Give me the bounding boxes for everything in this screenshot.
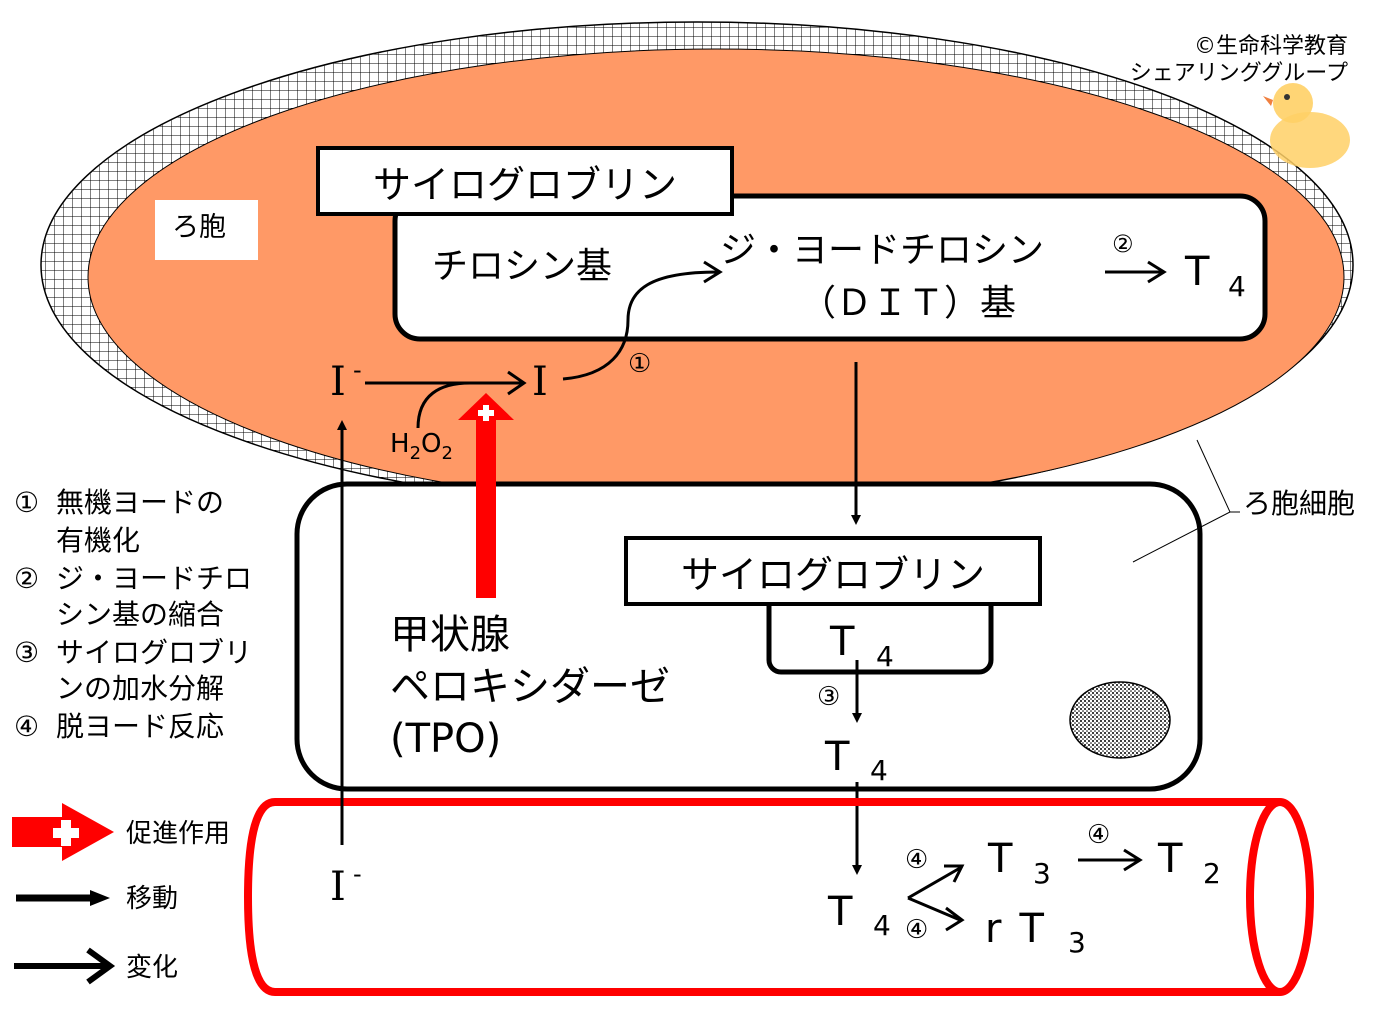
condensation-arrow xyxy=(1105,260,1167,284)
tyrosine-label: チロシン基 xyxy=(432,246,612,287)
tpo-line2: ペロキシダーゼ xyxy=(390,664,670,710)
note-2-line2: シン基の縮合 xyxy=(56,598,224,631)
note-2-num: ② xyxy=(14,562,39,595)
step4b-mark: ④ xyxy=(905,915,928,945)
tpo-line3: (TPO) xyxy=(390,716,501,762)
t3-blood: T xyxy=(987,836,1013,882)
note-1-num: ① xyxy=(14,486,39,519)
t4-blood: T xyxy=(827,889,853,935)
copyright-line1: ©生命科学教育 xyxy=(1194,34,1348,59)
note-3-line2: ンの加水分解 xyxy=(56,672,224,705)
note-2-line1: ジ・ヨードチロ xyxy=(56,562,252,595)
cell-label-leader xyxy=(1132,439,1240,563)
step4c-mark: ④ xyxy=(1087,820,1110,850)
blood-vessel-end xyxy=(1246,798,1314,996)
t2-blood-sub: 2 xyxy=(1203,857,1221,890)
iodide-colloid-sup: - xyxy=(353,356,362,384)
rt3-blood-sub: 3 xyxy=(1068,926,1086,959)
t4-free: T xyxy=(824,734,850,780)
t2-blood: T xyxy=(1157,836,1183,882)
t3-to-t2-arrow xyxy=(1078,848,1143,872)
organification-arrow xyxy=(562,260,723,381)
t4-blood-sub: 4 xyxy=(873,909,891,942)
t4-bound-sub: 4 xyxy=(876,640,894,673)
tyrosine-group-box xyxy=(392,193,1268,342)
step1-mark: ① xyxy=(628,349,651,379)
note-1-line1: 無機ヨードの xyxy=(56,486,224,519)
plus-icon xyxy=(478,405,494,421)
thyroglobulin-label-cell: サイログロブリン xyxy=(681,553,985,597)
legend: 促進作用 移動 変化 xyxy=(12,803,230,985)
t3-blood-sub: 3 xyxy=(1033,857,1051,890)
step4a-mark: ④ xyxy=(905,845,928,875)
t4-top: T xyxy=(1184,249,1210,295)
iodine-label: I xyxy=(532,359,548,405)
nucleus xyxy=(1069,681,1171,759)
thyroglobulin-box-cell xyxy=(624,536,1042,606)
note-3-line1: サイログロブリ xyxy=(56,636,252,669)
dit-label-line1: ジ・ヨードチロシン xyxy=(720,230,1044,271)
note-1-line2: 有機化 xyxy=(56,524,140,557)
thyroglobulin-label-top: サイログロブリン xyxy=(373,163,677,207)
legend-move-label: 移動 xyxy=(126,884,178,914)
oxidation-arrow xyxy=(365,370,527,396)
notes-list: ① 無機ヨードの 有機化 ② ジ・ヨードチロ シン基の縮合 ③ サイログロブリ … xyxy=(14,486,252,743)
legend-promote-label: 促進作用 xyxy=(126,819,230,849)
note-4-num: ④ xyxy=(14,710,39,743)
h2o2-label: H2O2 xyxy=(390,429,453,464)
copyright-line2: シェアリンググループ xyxy=(1130,61,1348,86)
deiodination-arrows xyxy=(907,864,965,932)
iodide-blood-sup: - xyxy=(353,860,362,888)
blood-vessel xyxy=(243,798,1280,996)
cell-label: ろ胞細胞 xyxy=(1243,487,1355,520)
note-4-line1: 脱ヨード反応 xyxy=(56,710,224,743)
thyroglobulin-box-top xyxy=(316,146,734,216)
legend-change-icon xyxy=(14,947,116,985)
colloid-label: ろ胞 xyxy=(172,212,226,243)
iodide-colloid: I xyxy=(330,359,346,405)
colloid-label-box xyxy=(155,200,258,260)
iodide-blood: I xyxy=(330,864,346,910)
note-3-num: ③ xyxy=(14,636,39,669)
tpo-promote-arrow xyxy=(458,393,514,598)
plus-icon xyxy=(53,820,79,846)
legend-change-label: 変化 xyxy=(126,953,178,983)
step2-mark: ② xyxy=(1112,230,1134,258)
step3-mark: ③ xyxy=(817,682,840,712)
t4-free-sub: 4 xyxy=(870,754,888,787)
t4-top-sub: 4 xyxy=(1228,270,1246,303)
h2o2-curve xyxy=(416,381,471,429)
t4-bound: T xyxy=(829,619,855,665)
chick-logo-icon xyxy=(1263,83,1350,168)
tpo-line1: 甲状腺 xyxy=(390,612,510,658)
dit-label-line2: （ＤＩＴ）基 xyxy=(800,283,1016,324)
